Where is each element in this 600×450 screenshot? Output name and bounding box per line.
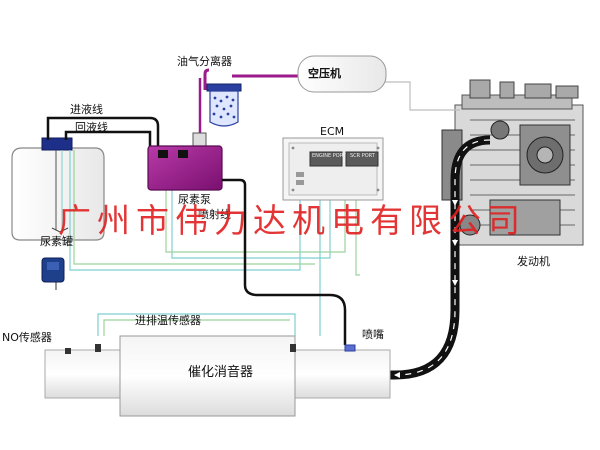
- label-oil-separator: 油气分离器: [177, 55, 232, 68]
- tank-sensor-module: [41, 257, 65, 283]
- air-compressor: [297, 55, 387, 93]
- inlet-line: [46, 116, 160, 148]
- ecm-unit: [282, 137, 384, 201]
- urea-tank: [11, 137, 105, 241]
- label-inlet-line: 进液线: [70, 103, 103, 116]
- engine-illustration: [441, 79, 584, 246]
- label-nozzle: 喷嘴: [362, 328, 384, 341]
- label-return-line: 回液线: [75, 121, 108, 134]
- label-nox-sensor: NO传感器: [2, 331, 52, 344]
- label-ecm-port-left: ENGINE PORT: [312, 153, 346, 159]
- compressor-to-engine-line: [385, 81, 460, 111]
- label-urea-pump: 尿素泵: [178, 193, 211, 206]
- label-ecm: ECM: [320, 125, 345, 138]
- oil-gas-separator: [206, 83, 242, 127]
- label-exhaust-temp-sensor: 进排温传感器: [135, 314, 201, 327]
- catalytic-muffler: [44, 335, 391, 417]
- label-engine: 发动机: [517, 255, 550, 268]
- label-injection-line: 喷射线: [198, 208, 231, 221]
- label-ecm-port-right: SCR PORT: [350, 153, 375, 159]
- label-air-compressor: 空压机: [308, 67, 341, 80]
- flow-arrows: [394, 200, 458, 378]
- company-watermark: 广州市伟力达机电有限公司: [58, 201, 526, 240]
- label-catalytic-muffler: 催化消音器: [188, 365, 254, 380]
- return-line: [64, 130, 152, 148]
- urea-pump: [147, 145, 223, 191]
- injection-line: [222, 178, 347, 345]
- label-urea-tank: 尿素罐: [40, 235, 73, 248]
